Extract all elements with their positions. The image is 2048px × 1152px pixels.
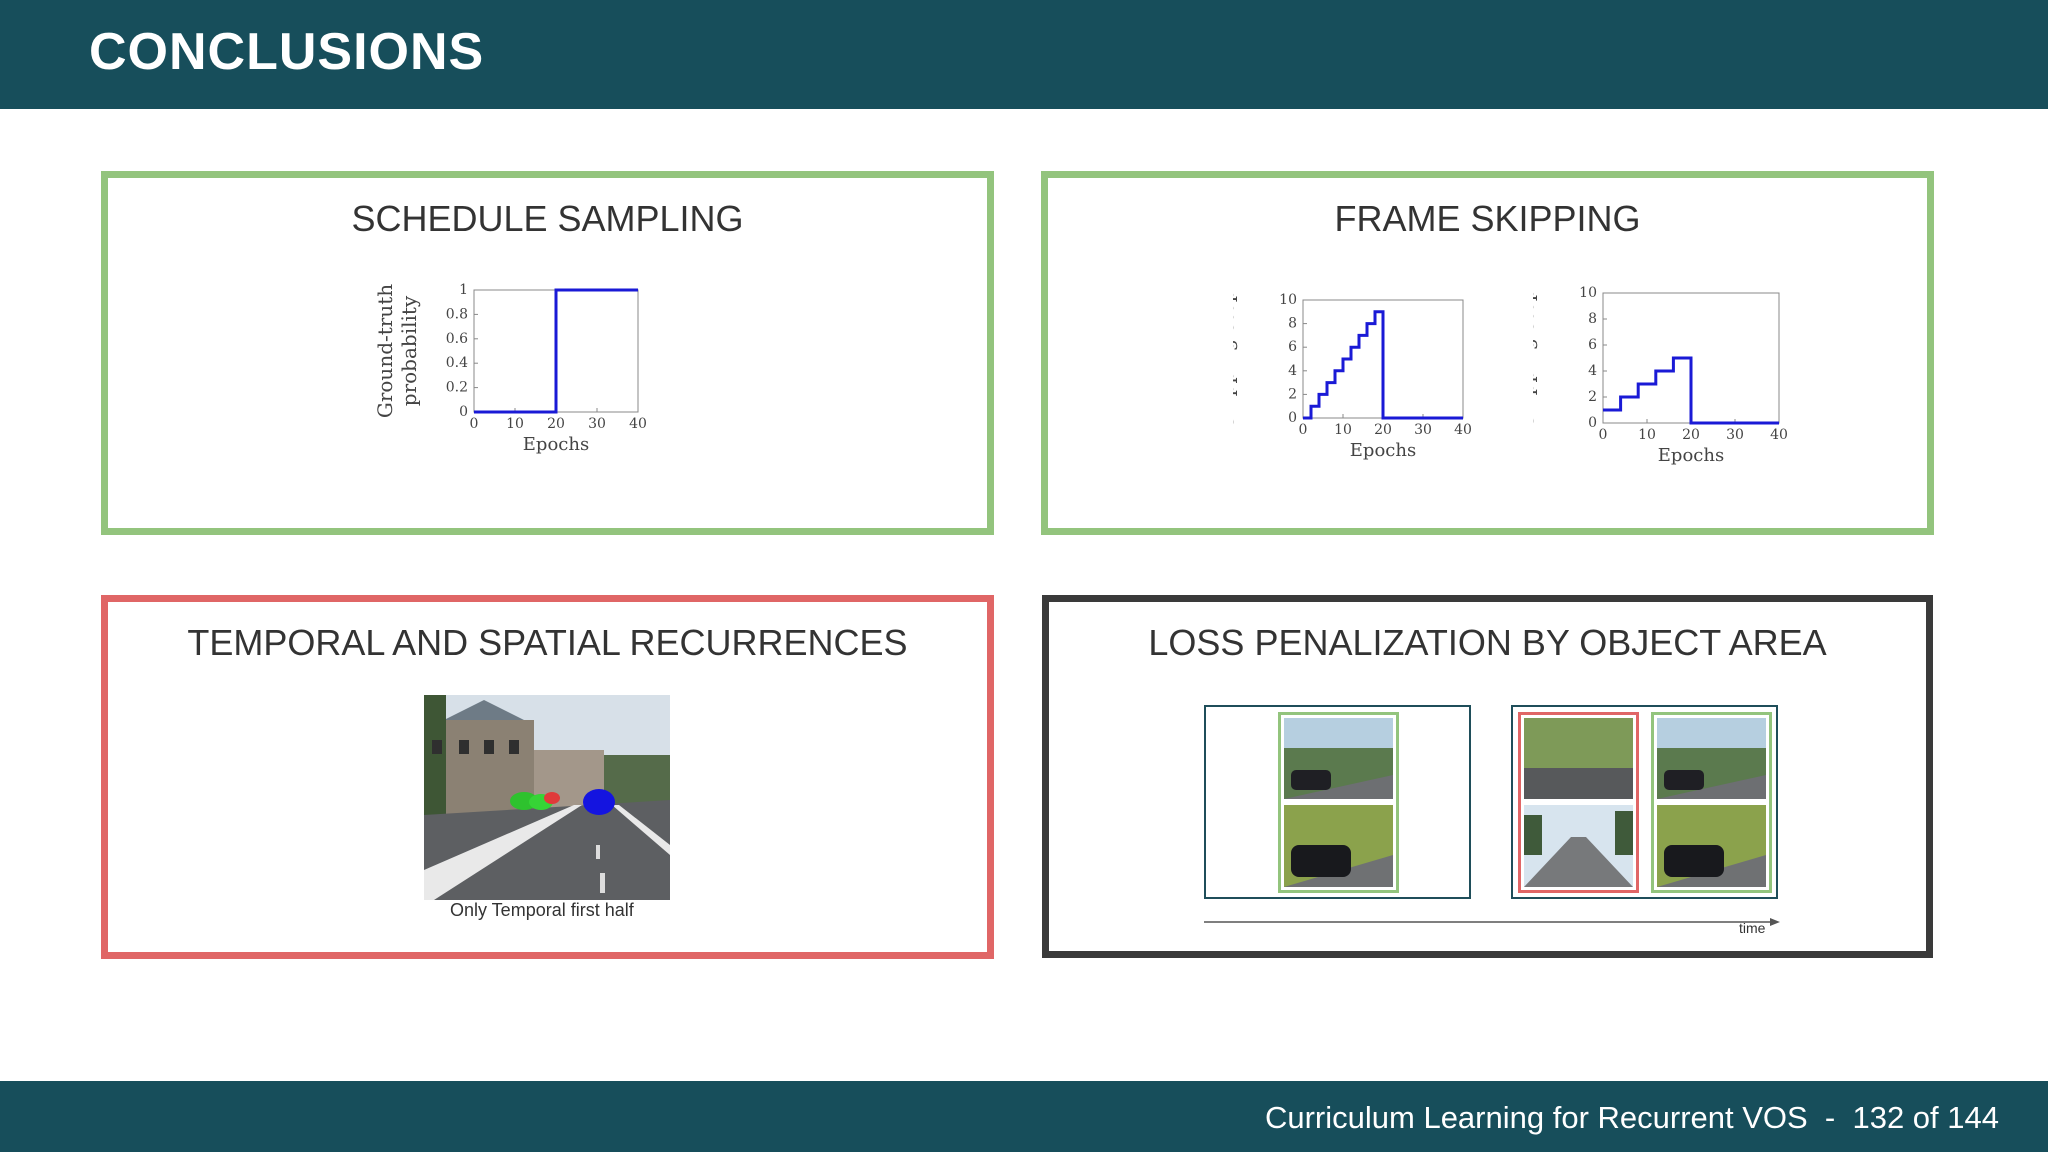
y-tick-label: 0 [1288,410,1297,426]
x-axis-label: Epochs [1658,445,1724,466]
recurrences-title: TEMPORAL AND SPATIAL RECURRENCES [187,622,908,663]
y-tick-label: 4 [1288,363,1297,379]
street-thumbnails-left [1284,718,1393,887]
x-tick-label: 0 [470,416,479,432]
y-tick-label: 0.6 [446,331,468,347]
x-tick-label: 10 [1638,427,1656,443]
y-tick-label: 0.2 [446,380,468,396]
footer-bar: Curriculum Learning for Recurrent VOS - … [0,1081,2048,1152]
y-tick-label: 0.4 [446,355,468,371]
y-tick-label: 1 [459,282,468,298]
frame-pair-red [1518,712,1639,893]
street-scene-image [424,695,670,900]
header-bar: CONCLUSIONS [0,0,2048,109]
x-axis-label: Epochs [523,434,589,455]
y-tick-label: 4 [1588,363,1597,379]
y-tick-label: 2 [1588,389,1597,405]
x-tick-label: 0 [1299,422,1308,438]
x-tick-label: 20 [547,416,565,432]
y-tick-label: 8 [1288,316,1297,332]
footer-text: Curriculum Learning for Recurrent VOS - … [1264,1100,1999,1135]
data-series-line [474,288,638,414]
y-tick-label: 10 [1279,292,1297,308]
recurrences-caption: Only Temporal first half [450,900,634,920]
schedule-sampling-panel: SCHEDULE SAMPLING 0 10 20 30 40 0 0.2 0.4 0.6 0.8… [101,171,994,535]
x-tick-label: 20 [1374,422,1392,438]
frame-pair-green-right [1651,712,1772,893]
x-tick-label: 10 [506,416,524,432]
y-tick-label: 0 [1588,415,1597,431]
y-tick-label: 0 [459,404,468,420]
x-tick-label: 30 [1726,427,1744,443]
x-tick-label: 10 [1334,422,1352,438]
x-tick-label: 0 [1599,427,1608,443]
y-axis-label: probability [397,295,421,406]
y-axis-label: Skipping step [1533,288,1538,427]
y-tick-label: 2 [1288,386,1297,402]
x-tick-label: 40 [1770,427,1788,443]
y-tick-label: 8 [1588,311,1597,327]
data-series-line [1603,356,1779,425]
x-tick-label: 30 [588,416,606,432]
y-tick-label: 6 [1288,339,1297,355]
page-title: CONCLUSIONS [89,23,485,81]
sequence-group-left [1204,705,1471,899]
street-thumbnails-right [1657,718,1766,887]
y-tick-label: 0.8 [446,306,468,322]
x-axis-label: Epochs [1350,440,1416,461]
y-axis-label: Ground-truth [373,284,397,418]
time-label: time [1739,920,1766,936]
time-axis [1204,918,1780,926]
road-thumbnails [1524,718,1633,887]
schedule-sampling-title: SCHEDULE SAMPLING [351,198,744,239]
x-tick-label: 20 [1682,427,1700,443]
loss-penalization-panel: LOSS PENALIZATION BY OBJECT AREA [1042,595,1933,958]
y-axis-label: Skipping step [1233,289,1238,428]
street-scene-illustration [424,695,670,900]
sequence-group-right [1511,705,1778,899]
x-tick-label: 30 [1414,422,1432,438]
x-tick-label: 40 [1454,422,1472,438]
x-tick-label: 40 [629,416,647,432]
frame-skipping-title: FRAME SKIPPING [1334,198,1641,239]
loss-penalization-title: LOSS PENALIZATION BY OBJECT AREA [1148,622,1827,663]
y-tick-label: 10 [1579,285,1597,301]
data-series-line [1303,310,1463,420]
frame-pair-green-left [1278,712,1399,893]
y-tick-label: 6 [1588,337,1597,353]
recurrences-panel: TEMPORAL AND SPATIAL RECURRENCES Only Te… [101,595,994,959]
